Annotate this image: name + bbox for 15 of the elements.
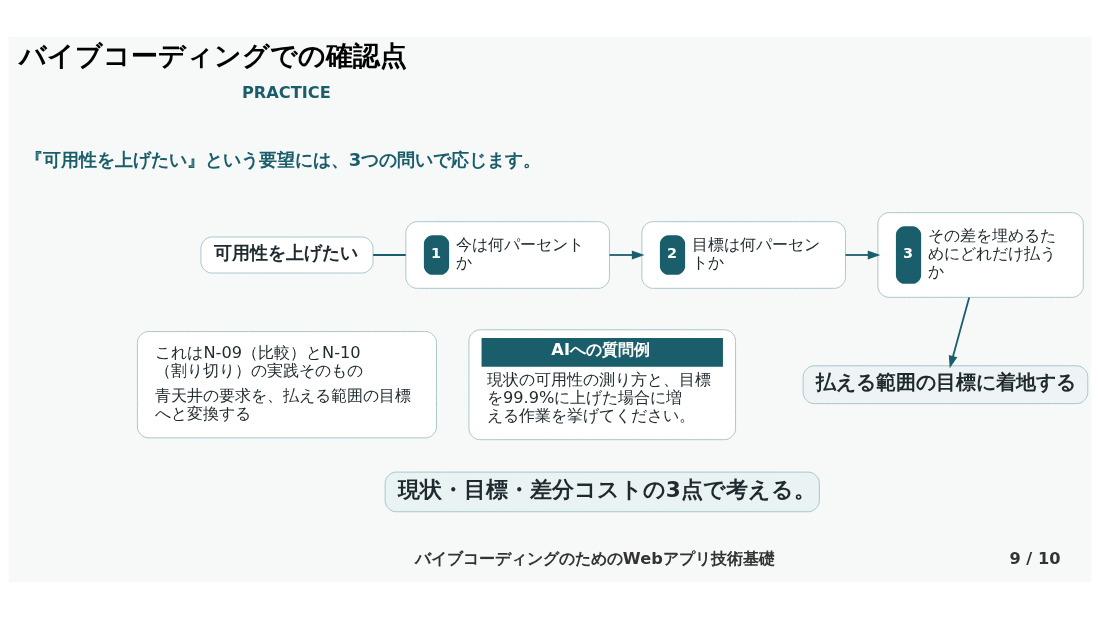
arrow [948,296,971,369]
label: 9 / 10 [1009,549,1061,569]
connector [372,254,407,256]
diagram-title: バイブコーディングでの確認点 [19,39,408,71]
label: バイブコーディングのためのWebアプリ技術基礎 [414,549,775,569]
node-box: 可用性を上げたい [200,236,374,274]
node-box: 3 その差を埋めるためにどれだけ払うか [877,212,1084,298]
node-box: 現状・目標・差分コストの3点で考える。 [384,471,820,513]
node-box: これはN-09（比較）とN-10（割り切り）の実践そのもの 青天井の要求を、払える範囲の目標へと変換する [136,331,437,439]
node-box: AIへの質問例 現状の可用性の測り方と、目標を99.9%に上げた場合に増える作業を挙げてください。 [468,329,737,441]
arrow [608,250,645,260]
arrow [844,250,881,260]
label: 『可用性を上げたい』という要望には、3つの問いで応じます。 [24,148,542,170]
node-box: 払える範囲の目標に着地する [802,365,1089,405]
label: PRACTICE [241,82,331,102]
